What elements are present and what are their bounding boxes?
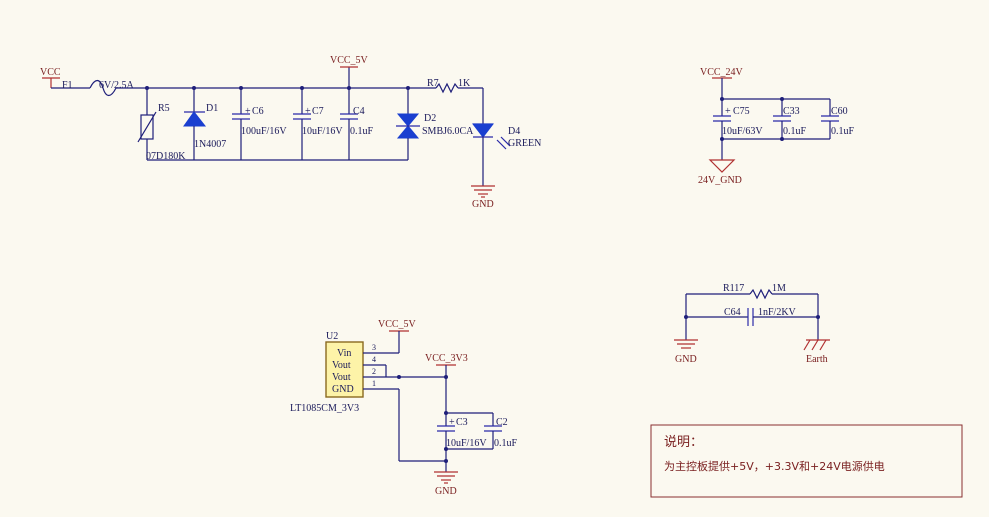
c33-label: C33 [783, 106, 800, 117]
regulator-section: U2 Vin Vout Vout GND LT1085CM_3V3 3 4 2 … [290, 319, 518, 497]
r117-value: 1M [772, 283, 786, 294]
c75-value: 10uF/63V [722, 126, 763, 137]
svg-text:4: 4 [372, 355, 376, 364]
d1-value: 1N4007 [194, 139, 226, 150]
gnd-label-2: GND [675, 354, 697, 365]
u2-pin-vin: Vin [337, 348, 351, 359]
c64-value: 1nF/2KV [758, 307, 797, 318]
r7-value: 1K [458, 78, 471, 89]
resistor-r117 [749, 288, 773, 300]
vcc24-label: VCC_24V [700, 67, 744, 78]
f1-label: F1 [62, 80, 73, 91]
power-input-section: VCC F1 6V/2.5A R5 07D180K D1 1N4007 + C6… [40, 55, 541, 210]
u2-pin-gnd: GND [332, 384, 354, 395]
d2-label: D2 [424, 113, 436, 124]
c3-value: 10uF/16V [446, 438, 487, 449]
svg-text:1: 1 [372, 379, 376, 388]
note-title: 说明： [664, 435, 703, 450]
resistor-r7 [435, 82, 459, 94]
svg-text:3: 3 [372, 343, 376, 352]
earth-label: Earth [806, 354, 828, 365]
d4-label: D4 [508, 126, 520, 137]
led-d4 [471, 123, 495, 138]
r7-label: R7 [427, 78, 439, 89]
r117-label: R117 [723, 283, 744, 294]
c64-label: C64 [724, 307, 741, 318]
d1-label: D1 [206, 103, 218, 114]
c3-label: C3 [456, 417, 468, 428]
u2-label: U2 [326, 331, 338, 342]
note-box: 说明： 为主控板提供+5V，+3.3V和+24V电源供电 [650, 424, 963, 498]
c2-label: C2 [496, 417, 508, 428]
tvs-d2 [396, 113, 420, 127]
svg-text:+: + [725, 106, 731, 117]
vcc24-decoupling-section: VCC_24V + C75 10uF/63V C33 0.1uF C60 0.1… [698, 67, 855, 186]
u2-pin-vout1: Vout [332, 360, 351, 371]
svg-text:2: 2 [372, 367, 376, 376]
vcc33-label: VCC_3V3 [425, 353, 468, 364]
earth-coupling-section: R117 1M C64 1nF/2KV GND Earth [674, 283, 830, 365]
c33-value: 0.1uF [783, 126, 807, 137]
c60-value: 0.1uF [831, 126, 855, 137]
svg-text:+: + [305, 106, 311, 117]
ic-u2 [325, 341, 364, 398]
fuse-f1 [89, 79, 117, 97]
f1-value: 6V/2.5A [99, 80, 135, 91]
d2-value: SMBJ6.0CA [422, 126, 474, 137]
c4-value: 0.1uF [350, 126, 374, 137]
c2-value: 0.1uF [494, 438, 518, 449]
svg-text:+: + [245, 106, 251, 117]
r5-label: R5 [158, 103, 170, 114]
c6-label: C6 [252, 106, 264, 117]
vcc-label: VCC [40, 67, 61, 78]
vcc5v-label-reg: VCC_5V [378, 319, 417, 330]
gnd-label-1: GND [472, 199, 494, 210]
gnd-label-3: GND [435, 486, 457, 497]
d4-value: GREEN [508, 138, 541, 149]
vcc5v-label-top: VCC_5V [330, 55, 369, 66]
c7-label: C7 [312, 106, 324, 117]
gnd24-symbol [708, 159, 736, 173]
svg-text:+: + [449, 417, 455, 428]
c7-value: 10uF/16V [302, 126, 343, 137]
u2-pin-vout2: Vout [332, 372, 351, 383]
c75-label: C75 [733, 106, 750, 117]
note-text: 为主控板提供+5V，+3.3V和+24V电源供电 [664, 459, 885, 473]
r5-value: 07D180K [146, 151, 186, 162]
c6-value: 100uF/16V [241, 126, 287, 137]
gnd24-label: 24V_GND [698, 175, 742, 186]
u2-part: LT1085CM_3V3 [290, 403, 359, 414]
c4-label: C4 [353, 106, 365, 117]
c60-label: C60 [831, 106, 848, 117]
diode-d1 [183, 111, 207, 127]
